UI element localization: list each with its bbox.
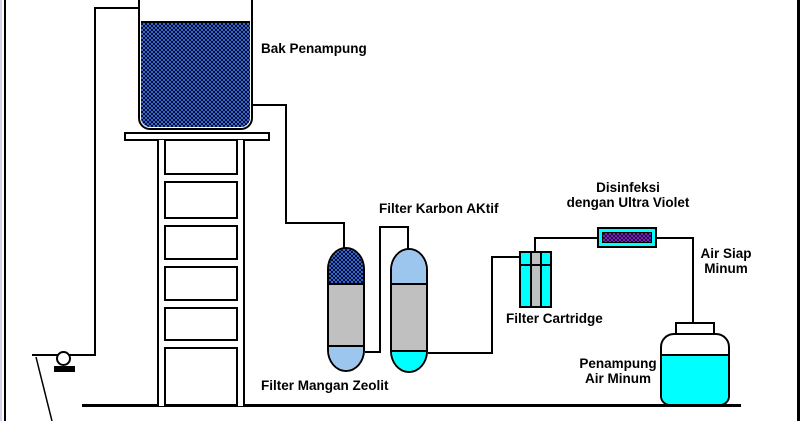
tank-outlet-pipe-h1: [253, 104, 287, 106]
stand-leg-left: [157, 140, 166, 406]
pump-base: [54, 366, 75, 372]
riser-pipe: [94, 7, 96, 356]
window-edge-strip: [0, 0, 2, 421]
carbon-filter-bottom-cap: [392, 352, 426, 371]
zeolite-filter-top-cap: [329, 249, 363, 285]
cartridge-inlet-pipe: [491, 256, 519, 258]
label-uv-line2: dengan Ultra Violet: [566, 195, 690, 210]
zeolite-inlet-pipe: [343, 222, 345, 250]
uv-outlet-pipe: [657, 237, 694, 239]
stand-rung: [164, 339, 238, 349]
carbon-outlet-pipe: [428, 352, 493, 354]
filter-link-pipe-h: [379, 226, 409, 228]
zeolite-filter-bottom-cap: [329, 347, 363, 370]
frame-line-left: [4, 0, 6, 421]
label-reservoir: Penampung Air Minum: [576, 356, 660, 386]
stand-leg-right: [236, 140, 245, 406]
stand-platform: [124, 132, 270, 141]
tank-inlet-pipe: [94, 7, 140, 9]
label-reservoir-line2: Air Minum: [585, 371, 651, 386]
label-ready-water-line1: Air Siap: [700, 246, 752, 261]
suction-hose-line: [35, 356, 53, 421]
label-storage-tank: Bak Penampung: [261, 41, 367, 56]
label-ready-water-line2: Minum: [704, 261, 748, 276]
label-uv-disinfection: Disinfeksi dengan Ultra Violet: [552, 180, 704, 210]
ground-line: [82, 404, 741, 407]
frame-line-right: [797, 0, 800, 421]
uv-lamp: [602, 232, 652, 243]
carbon-filter-top-cap: [392, 250, 426, 285]
carbon-filter-body: [392, 285, 426, 352]
stand-rung: [164, 173, 238, 183]
zeolite-filter-vessel: [327, 247, 365, 372]
storage-tank-water: [141, 21, 250, 127]
zeolite-outlet-pipe: [365, 351, 381, 353]
label-reservoir-line1: Penampung: [579, 356, 657, 371]
stand-rung: [164, 299, 238, 309]
label-uv-line1: Disinfeksi: [596, 180, 660, 195]
pump-icon: [56, 351, 71, 366]
carbon-filter-vessel: [390, 248, 428, 373]
drinking-water-jar: [660, 333, 730, 406]
tank-outlet-pipe-h2: [285, 222, 345, 224]
label-zeolite-filter: Filter Mangan Zeolit: [261, 378, 389, 393]
tank-outlet-pipe-v: [285, 104, 287, 224]
uv-inlet-pipe: [534, 237, 597, 239]
label-carbon-filter: Filter Karbon AKtif: [379, 201, 499, 216]
cartridge-filter-vessel: [519, 251, 552, 308]
filter-link-pipe-v: [379, 226, 381, 353]
jar-feed-pipe: [692, 237, 694, 323]
label-ready-water: Air Siap Minum: [688, 246, 764, 276]
stand-rung: [164, 217, 238, 227]
stand-rung: [164, 258, 238, 268]
cartridge-feed-pipe-v: [491, 256, 493, 354]
cartridge-outlet-pipe: [534, 238, 536, 252]
jar-water: [662, 354, 728, 404]
zeolite-filter-body: [329, 285, 363, 347]
label-cartridge-filter: Filter Cartridge: [506, 311, 603, 326]
carbon-inlet-pipe: [407, 226, 409, 250]
